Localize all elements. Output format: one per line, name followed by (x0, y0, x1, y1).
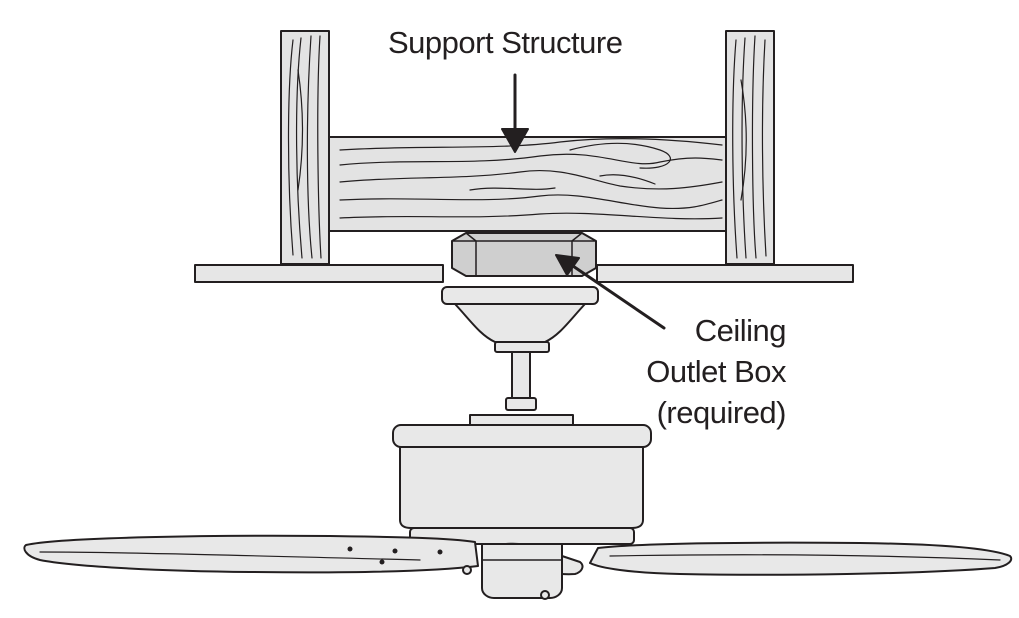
motor-housing (392, 414, 652, 545)
ceiling-outlet-box-label-line-3: (required) (656, 395, 787, 430)
joist-left (280, 30, 330, 265)
support-structure-label: Support Structure (388, 25, 623, 60)
arrow-ceiling-outlet-box (555, 254, 666, 330)
fan-blade-right (589, 541, 1013, 576)
fan-canopy (441, 286, 599, 353)
switch-housing (462, 543, 563, 600)
ceiling-outlet-box-label-line-2: Outlet Box (646, 354, 786, 389)
ceiling-outlet-box (451, 232, 597, 277)
joist-right (725, 30, 775, 265)
fan-blade-left (23, 534, 479, 574)
ceiling-outlet-box-label: Ceiling Outlet Box (required) (640, 310, 786, 433)
arrow-support-structure (501, 73, 529, 153)
ceiling-panel-right (596, 264, 854, 283)
downrod (505, 351, 537, 411)
ceiling-panel-left (194, 264, 444, 283)
support-brace (328, 136, 727, 232)
ceiling-outlet-box-label-line-1: Ceiling (694, 313, 787, 348)
